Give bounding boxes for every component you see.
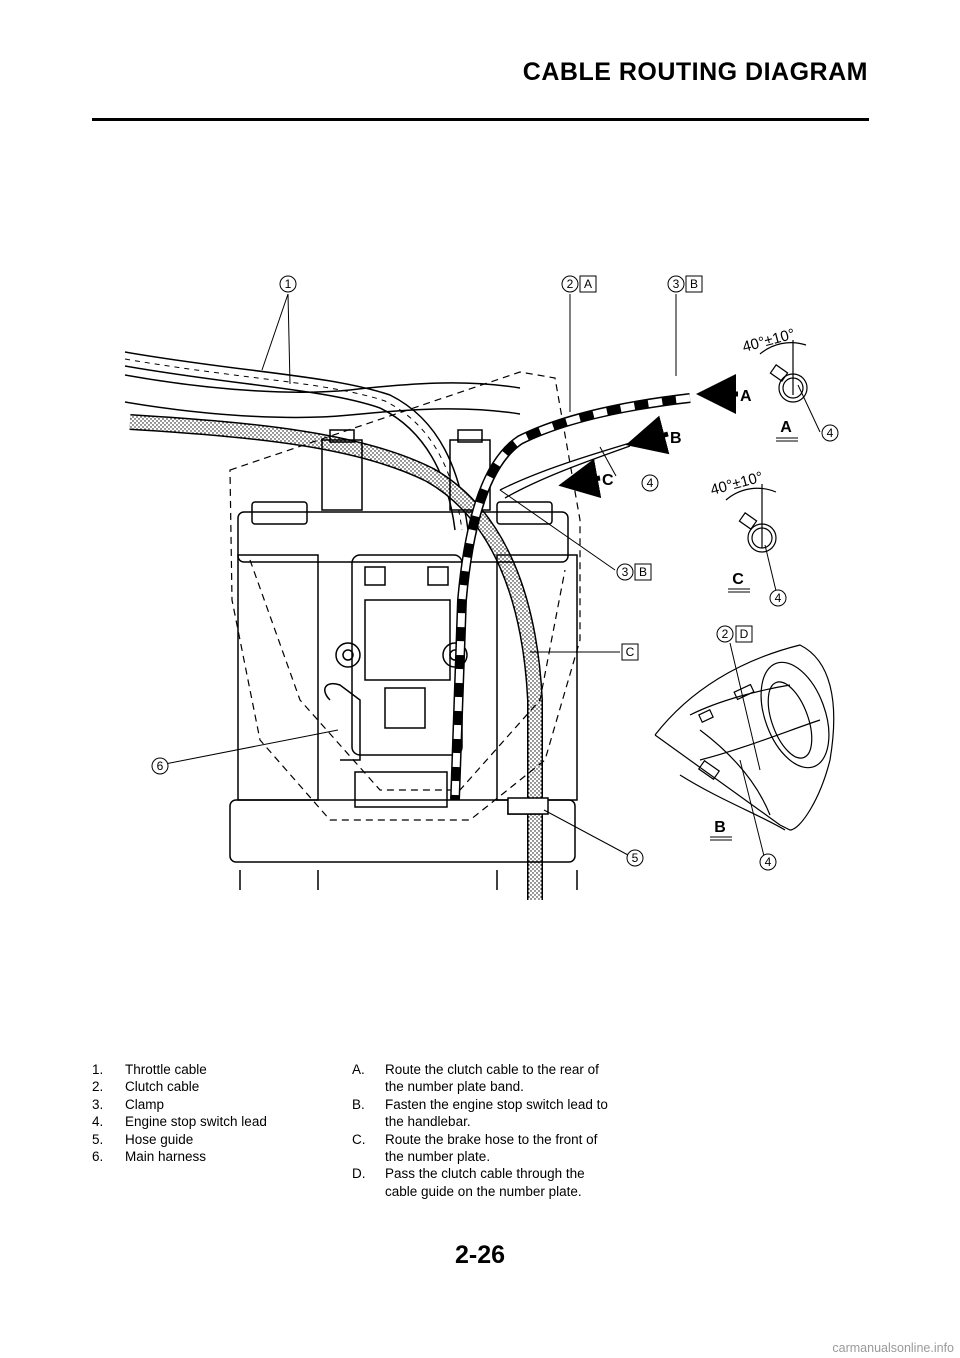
callout-2-a-num: 2 — [567, 277, 574, 291]
callout-4-a: 4 — [827, 426, 834, 440]
callout-labels: 1 2 A 3 B 4 4 3 B C 4 2 D 6 5 4 — [157, 277, 834, 869]
callout-4-c: 4 — [775, 591, 782, 605]
clutch-cable — [450, 393, 691, 801]
page-number: 2-26 — [454, 1241, 506, 1269]
view-label-b: B — [714, 819, 726, 836]
angle-label-top: 40°±10° — [741, 326, 797, 356]
detail-view-b — [654, 644, 835, 831]
callout-4-b: 4 — [647, 476, 654, 490]
callout-6: 6 — [157, 759, 164, 773]
center-assembly — [335, 554, 468, 756]
angle-label-middle: 40°±10° — [709, 469, 765, 499]
lower-bracket — [229, 771, 576, 863]
legend-item: 5.Hose guide — [92, 1131, 194, 1147]
footer-watermark[interactable]: carmanualsonline.info — [832, 1341, 954, 1355]
callout-1: 1 — [285, 277, 292, 291]
instruction-item: A.Route the clutch cable to the rear of … — [352, 1062, 599, 1095]
callout-c-tag: C — [626, 645, 635, 659]
detail-view-a — [759, 340, 808, 403]
arrow-a-label: A — [740, 388, 752, 405]
view-label-c: C — [732, 571, 744, 588]
arrow-c-label: C — [602, 472, 614, 489]
arrow-b-label: B — [670, 430, 682, 447]
page-title: CABLE ROUTING DIAGRAM — [522, 58, 868, 86]
handlebar — [124, 374, 521, 419]
instruction-item: B.Fasten the engine stop switch lead to … — [352, 1096, 608, 1130]
legend-instructions: A.Route the clutch cable to the rear of … — [352, 1061, 612, 1200]
callout-5: 5 — [632, 851, 639, 865]
engine-stop-switch-lead — [499, 439, 641, 499]
legend-parts: 1.Throttle cable 2.Clutch cable 3.Clamp … — [92, 1061, 342, 1165]
callout-markers — [151, 275, 839, 871]
callout-2-a-tag: A — [584, 277, 592, 291]
hose-guide — [507, 797, 549, 815]
callout-2-d-tag: D — [740, 627, 749, 641]
title-rule — [92, 118, 869, 121]
detail-view-c — [725, 484, 777, 553]
legend-item: 6.Main harness — [92, 1149, 207, 1165]
instruction-item: C.Route the brake hose to the front of t… — [352, 1131, 598, 1165]
legend-item: 4.Engine stop switch lead — [92, 1114, 267, 1130]
callout-2-d-num: 2 — [722, 627, 729, 641]
callout-3-b2-num: 3 — [622, 565, 629, 579]
number-plate — [229, 371, 581, 821]
view-label-a: A — [780, 419, 792, 436]
instruction-item: D.Pass the clutch cable through the cabl… — [352, 1166, 585, 1199]
cable-routing-diagram: 1 2 A 3 B 4 4 3 B C 4 2 D 6 5 4 A B C 40… — [124, 275, 839, 900]
legend-item: 3.Clamp — [92, 1096, 165, 1112]
legend-item: 2.Clutch cable — [92, 1079, 200, 1095]
callout-4-d: 4 — [765, 855, 772, 869]
legend-item: 1.Throttle cable — [92, 1062, 207, 1077]
callout-3-b-tag: B — [690, 277, 698, 291]
leader-lines — [164, 293, 821, 861]
callout-3-b2-tag: B — [639, 565, 647, 579]
direction-arrows: A B C — [558, 374, 752, 499]
main-harness — [324, 683, 361, 761]
callout-3-b-num: 3 — [673, 277, 680, 291]
brake-hose — [129, 414, 543, 900]
upper-bracket — [237, 429, 569, 563]
